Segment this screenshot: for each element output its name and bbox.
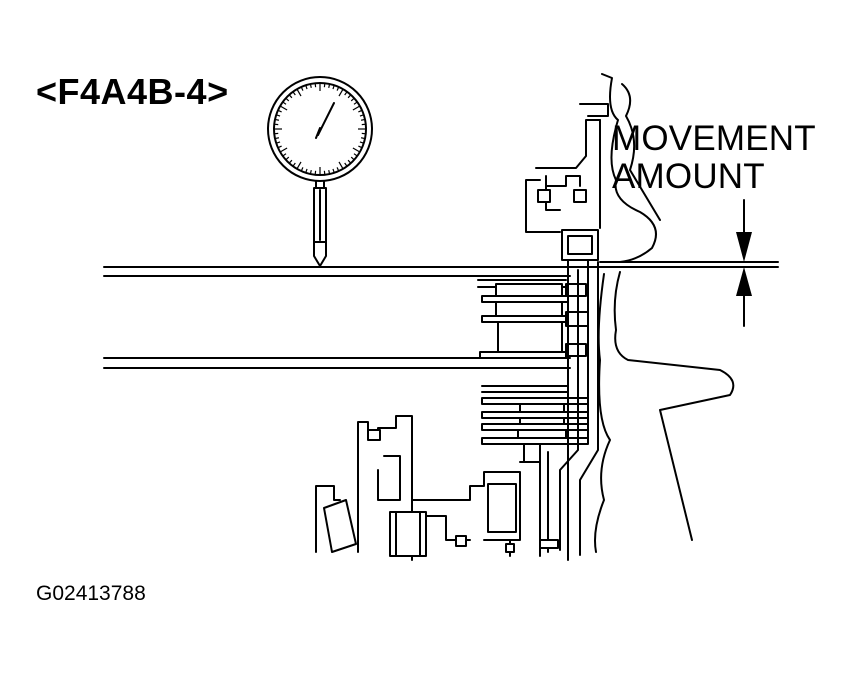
- gauge-tick: [293, 163, 295, 166]
- lower-clutch-pack: [482, 386, 588, 462]
- gauge-tick: [280, 106, 287, 110]
- gauge-tick: [301, 87, 303, 91]
- gauge-tick: [310, 170, 311, 174]
- gauge-tick: [353, 148, 360, 152]
- model-label: <F4A4B-4>: [36, 74, 229, 110]
- gauge-tick: [297, 89, 301, 96]
- gauge-tick: [353, 106, 360, 110]
- gauge-tick: [351, 98, 354, 101]
- gauge-tick: [339, 89, 343, 96]
- gauge-tick: [289, 160, 292, 163]
- gauge-tick: [297, 162, 301, 169]
- gauge-tick: [351, 157, 354, 160]
- gauge-tick: [310, 84, 311, 88]
- gauge-tick: [358, 146, 362, 148]
- gauge-tick: [275, 138, 279, 139]
- gauge-tick: [286, 98, 289, 101]
- dial-gauge-icon: [268, 77, 372, 266]
- gauge-tick: [358, 110, 362, 112]
- gauge-tick: [283, 102, 286, 104]
- gauge-tick: [293, 92, 295, 95]
- gauge-tick: [289, 95, 292, 98]
- gauge-tick: [348, 95, 351, 98]
- gauge-tick: [283, 154, 286, 156]
- gauge-tick: [348, 160, 351, 163]
- gauge-tick: [329, 170, 330, 174]
- movement-label-line1: MOVEMENT: [612, 121, 816, 156]
- gauge-tick: [301, 167, 303, 171]
- upper-clutch-pack: [478, 280, 588, 358]
- gauge-tick: [337, 87, 339, 91]
- gauge-tick: [337, 167, 339, 171]
- gauge-tick: [345, 92, 347, 95]
- gauge-tick: [339, 162, 343, 169]
- movement-label-line2: AMOUNT: [612, 159, 765, 194]
- gauge-tick: [361, 119, 365, 120]
- gauge-tick: [278, 110, 282, 112]
- gauge-tick: [286, 157, 289, 160]
- gauge-tick: [354, 154, 357, 156]
- gauge-tick: [354, 102, 357, 104]
- gauge-tick: [275, 119, 279, 120]
- input-shaft: [104, 262, 778, 368]
- figure-code: G02413788: [36, 582, 146, 606]
- gauge-tick: [361, 138, 365, 139]
- gauge-tick: [345, 163, 347, 166]
- gauge-tick: [278, 146, 282, 148]
- gauge-tick: [329, 84, 330, 88]
- gauge-tick: [280, 148, 287, 152]
